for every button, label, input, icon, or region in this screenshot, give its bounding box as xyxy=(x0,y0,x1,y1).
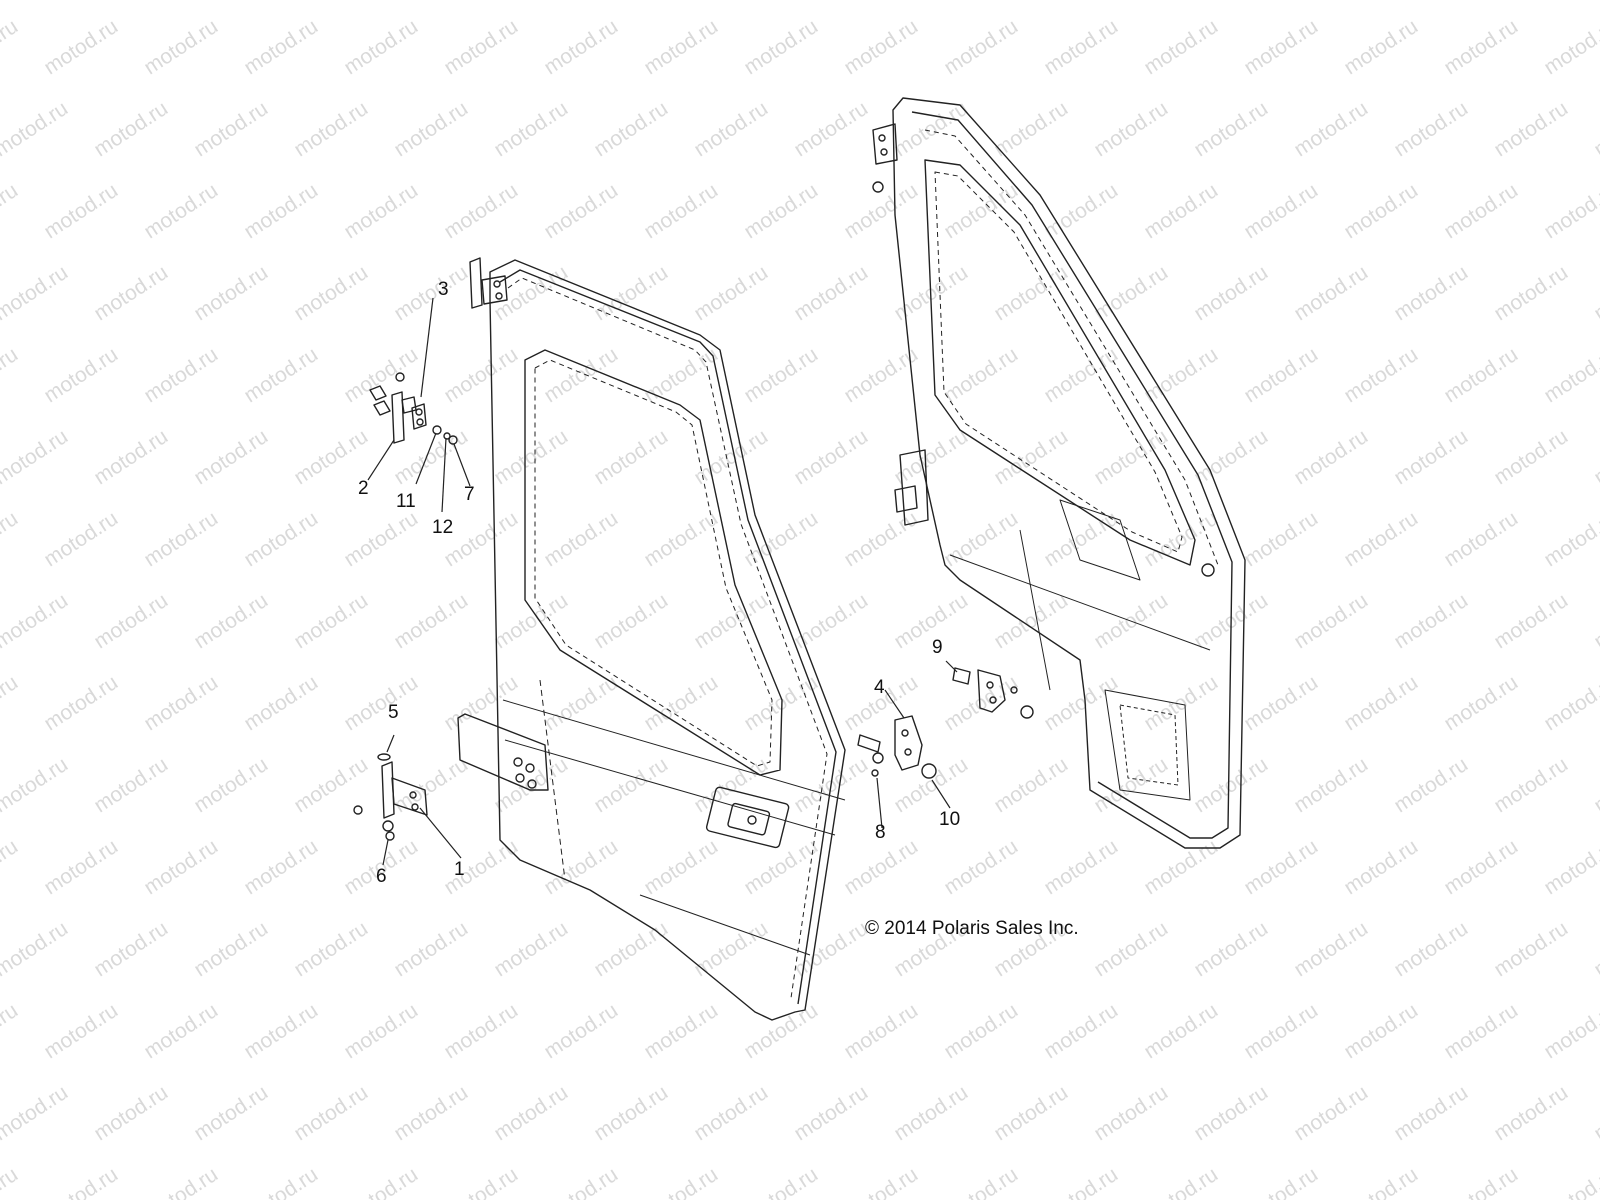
part-latch xyxy=(952,667,1034,719)
part-latch-bracket xyxy=(857,715,937,779)
callout-12: 12 xyxy=(432,517,453,538)
callout-labels: 3 2 11 12 7 5 6 1 4 8 9 10 xyxy=(358,279,960,887)
part-hinge-lower xyxy=(353,753,428,841)
callout-10: 10 xyxy=(939,809,960,830)
callout-7: 7 xyxy=(464,484,475,505)
part-hinge-upper xyxy=(369,372,458,445)
callout-5: 5 xyxy=(388,702,399,723)
callout-1: 1 xyxy=(454,859,465,880)
leader-lines xyxy=(367,297,958,866)
right-door xyxy=(872,97,1246,849)
callout-9: 9 xyxy=(932,637,943,658)
callout-2: 2 xyxy=(358,478,369,499)
left-door xyxy=(457,257,846,1021)
callout-8: 8 xyxy=(875,822,886,843)
callout-4: 4 xyxy=(874,677,885,698)
copyright-notice: © 2014 Polaris Sales Inc. xyxy=(865,918,1079,939)
callout-11: 11 xyxy=(396,491,416,512)
callout-6: 6 xyxy=(376,866,387,887)
callout-3: 3 xyxy=(438,279,449,300)
